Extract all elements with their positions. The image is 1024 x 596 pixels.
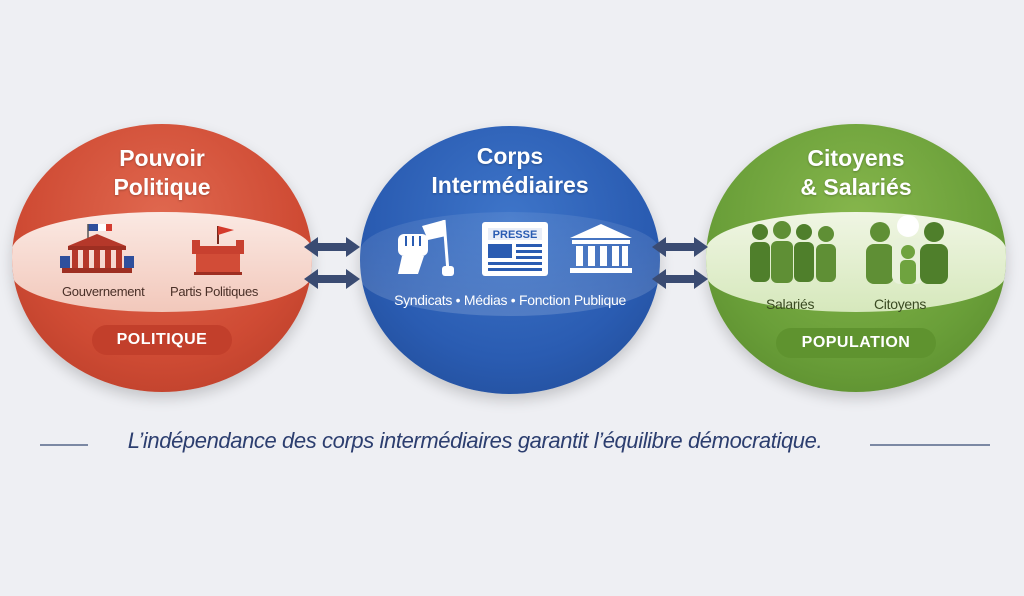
title-line-2: & Salariés bbox=[800, 174, 912, 200]
label-citoyens: Citoyens bbox=[874, 296, 927, 312]
workers-group-icon bbox=[750, 221, 836, 283]
icon-row: PRESSE bbox=[360, 219, 660, 282]
circle-citoyens-salaries: Citoyens & Salariés bbox=[706, 124, 1006, 392]
government-building-icon bbox=[60, 224, 134, 273]
title-line-2: Politique bbox=[113, 174, 211, 200]
title-line-1: Corps bbox=[476, 143, 544, 169]
title-line-1: Citoyens bbox=[807, 145, 905, 171]
flag-icon bbox=[192, 226, 244, 275]
label-salaries: Salariés bbox=[766, 296, 815, 312]
family-icon bbox=[866, 215, 948, 284]
footer-rule-left bbox=[40, 444, 88, 446]
footer-rule-right bbox=[870, 444, 990, 446]
title-line-1: Pouvoir bbox=[119, 145, 205, 171]
newspaper-icon: PRESSE bbox=[482, 222, 548, 276]
bidirectional-arrow-icon bbox=[304, 237, 360, 289]
tag-population: POPULATION bbox=[776, 328, 936, 358]
title-line-2: Intermédiaires bbox=[431, 172, 589, 198]
public-building-icon bbox=[570, 224, 632, 273]
circle-title: Citoyens & Salariés bbox=[706, 144, 1006, 202]
tag-politique: POLITIQUE bbox=[92, 325, 232, 355]
raised-fist-icon bbox=[398, 219, 454, 276]
footer-caption: L’indépendance des corps intermédiaires … bbox=[127, 428, 823, 453]
bidirectional-arrow-icon bbox=[652, 237, 708, 289]
label-partis-politiques: Partis Politiques bbox=[170, 284, 259, 299]
press-text: PRESSE bbox=[493, 229, 538, 241]
circle-pouvoir-politique: Pouvoir Politique bbox=[12, 124, 312, 392]
circle-corps-intermediaires: Corps Intermédiaires PRESSE bbox=[360, 126, 660, 394]
circle-title: Corps Intermédiaires bbox=[360, 142, 660, 200]
center-subtitle: Syndicats • Médias • Fonction Publique bbox=[394, 292, 626, 308]
icon-row bbox=[12, 220, 312, 280]
icon-row bbox=[706, 215, 1006, 284]
label-gouvernement: Gouvernement bbox=[62, 284, 145, 299]
circle-title: Pouvoir Politique bbox=[12, 144, 312, 202]
